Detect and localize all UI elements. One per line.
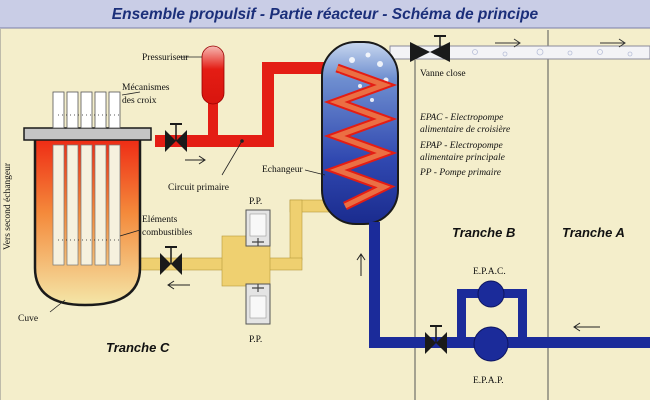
page-title: Ensemble propulsif - Partie réacteur - S… — [112, 6, 539, 23]
primary-pump-top — [245, 209, 271, 247]
epac-pump-icon — [477, 280, 505, 308]
tranche-c-label: Tranche C — [106, 340, 170, 355]
mecanismes-label-1: Mécanismes — [122, 83, 170, 93]
return-valve-icon — [160, 246, 182, 275]
steam-line — [389, 38, 650, 60]
epap-pump-icon — [473, 326, 509, 362]
primary-pump-bottom — [245, 283, 271, 325]
feedwater-pipe — [369, 222, 650, 348]
vanne-close-valve-icon — [410, 35, 450, 62]
arrow-icon — [167, 280, 190, 290]
arrow-icon — [600, 38, 626, 48]
hot-primary-pipe — [155, 62, 337, 147]
tranche-b-label: Tranche B — [452, 225, 515, 240]
legend-line-4: alimentaire principale — [420, 153, 505, 163]
vanne-close-label: Vanne close — [420, 69, 466, 79]
cool-primary-pipe — [139, 199, 346, 287]
echangeur-label: Echangeur — [262, 165, 303, 175]
legend-line-5: PP - Pompe primaire — [419, 168, 501, 178]
legend-line-3: EPAP - Electropompe — [419, 141, 503, 151]
mecanismes-label-2: des croix — [122, 96, 157, 106]
pressuriseur — [180, 45, 225, 105]
cuve-label: Cuve — [18, 314, 38, 324]
arrow-icon — [185, 155, 206, 165]
tranche-a-label: Tranche A — [562, 225, 625, 240]
pressuriseur-label: Pressuriseur — [142, 53, 189, 63]
arrow-icon — [495, 38, 521, 48]
legend-line-1: EPAC - Electropompe — [419, 113, 503, 123]
feedwater-valve-icon — [425, 325, 447, 354]
title-band — [0, 0, 650, 28]
elements-label-1: Eléments — [142, 215, 178, 225]
fuel-elements — [52, 144, 121, 266]
elements-label-2: combustibles — [142, 228, 192, 238]
circuit-primaire-label: Circuit primaire — [168, 183, 229, 193]
arrow-icon — [573, 322, 600, 332]
epac-label: E.P.A.C. — [473, 267, 506, 277]
vers-second-label: Vers second échangeur — [3, 162, 13, 250]
control-rod-mechanisms — [52, 91, 121, 129]
legend-line-2: alimentaire de croisière — [420, 125, 510, 135]
epap-label: E.P.A.P. — [473, 376, 504, 386]
arrow-icon — [356, 253, 366, 276]
pp-bottom-label: P.P. — [249, 335, 262, 345]
steam-generator — [321, 41, 399, 225]
pp-top-label: P.P. — [249, 197, 262, 207]
primary-valve-icon — [165, 123, 187, 152]
